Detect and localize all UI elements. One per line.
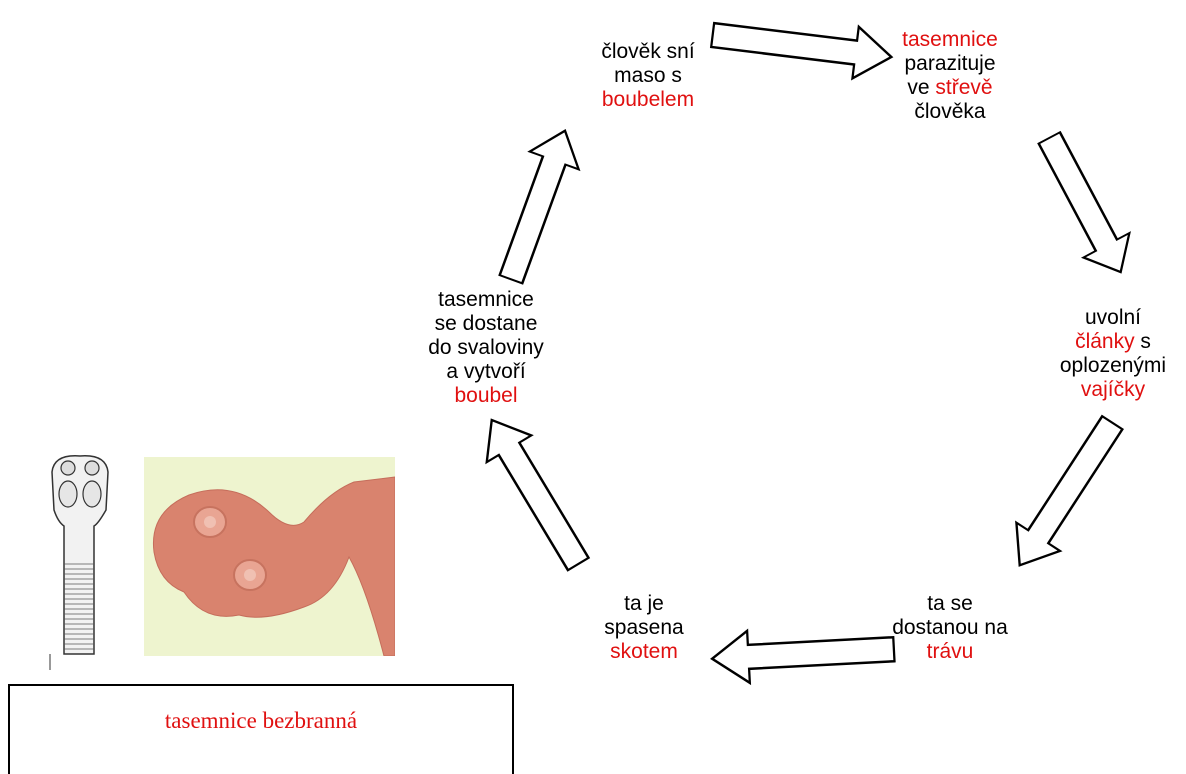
highlight-text: trávu [926, 640, 974, 663]
arrow-lower-left [468, 405, 602, 579]
node-text: oplozenými [1059, 354, 1167, 377]
node-text: parazituje [904, 52, 996, 75]
node-text: maso s [614, 64, 682, 87]
arrow-upper-left [485, 120, 591, 290]
node-line: tasemnice [396, 288, 576, 312]
node-line: tasemnice [880, 28, 1020, 52]
node-line: boubelem [568, 88, 728, 112]
highlight-text: skotem [610, 640, 678, 663]
node-line: skotem [574, 640, 714, 664]
node-line: vajíčky [1040, 378, 1186, 402]
node-text: do svaloviny [428, 336, 544, 359]
node-text: tasemnice [438, 288, 534, 311]
caption-title: tasemnice bezbranná [164, 708, 358, 733]
node-text: a vytvoří [446, 360, 526, 383]
node-text: dostanou na [892, 616, 1008, 639]
highlight-text: boubelem [601, 88, 695, 111]
node-text: ta je [624, 592, 664, 615]
node-text: člověka [914, 100, 986, 123]
highlight-text: boubel [454, 384, 518, 407]
node-line: do svaloviny [396, 336, 576, 360]
node-text: se dostane [434, 312, 538, 335]
highlight-text: střevě [935, 76, 993, 99]
arrow-upper-right [1025, 124, 1145, 286]
node-line: dostanou na [880, 616, 1020, 640]
node-line: maso s [568, 64, 728, 88]
node-line: oplozenými [1040, 354, 1186, 378]
node-line: články s [1040, 330, 1186, 354]
node-line: ta se [880, 592, 1020, 616]
node-line: ve střevě [880, 76, 1020, 100]
node-line: člověk sní [568, 40, 728, 64]
node-text: člověk sní [601, 40, 695, 63]
node-text: ta se [927, 592, 973, 615]
tapeworm-scolex-photo [144, 457, 395, 656]
node-text: s [1134, 330, 1151, 353]
node-line: spasena [574, 616, 714, 640]
node-text: ve [907, 76, 936, 99]
node-line: uvolní [1040, 306, 1186, 330]
highlight-text: tasemnice [902, 28, 998, 51]
node-text: spasena [604, 616, 684, 639]
node-line: ta je [574, 592, 714, 616]
arrow-lower-right [996, 407, 1136, 581]
node-line: parazituje [880, 52, 1020, 76]
arrow-bottom [709, 622, 897, 686]
tapeworm-scolex-drawing [49, 455, 109, 670]
node-text: uvolní [1084, 306, 1142, 329]
caption-box: tasemnice bezbranná [8, 684, 514, 774]
node-line: trávu [880, 640, 1020, 664]
node-line: boubel [396, 384, 576, 408]
node-line: a vytvoří [396, 360, 576, 384]
node-line: člověka [880, 100, 1020, 124]
highlight-text: vajíčky [1080, 378, 1146, 401]
highlight-text: články [1075, 330, 1135, 353]
arrow-top [708, 7, 896, 85]
node-line: se dostane [396, 312, 576, 336]
